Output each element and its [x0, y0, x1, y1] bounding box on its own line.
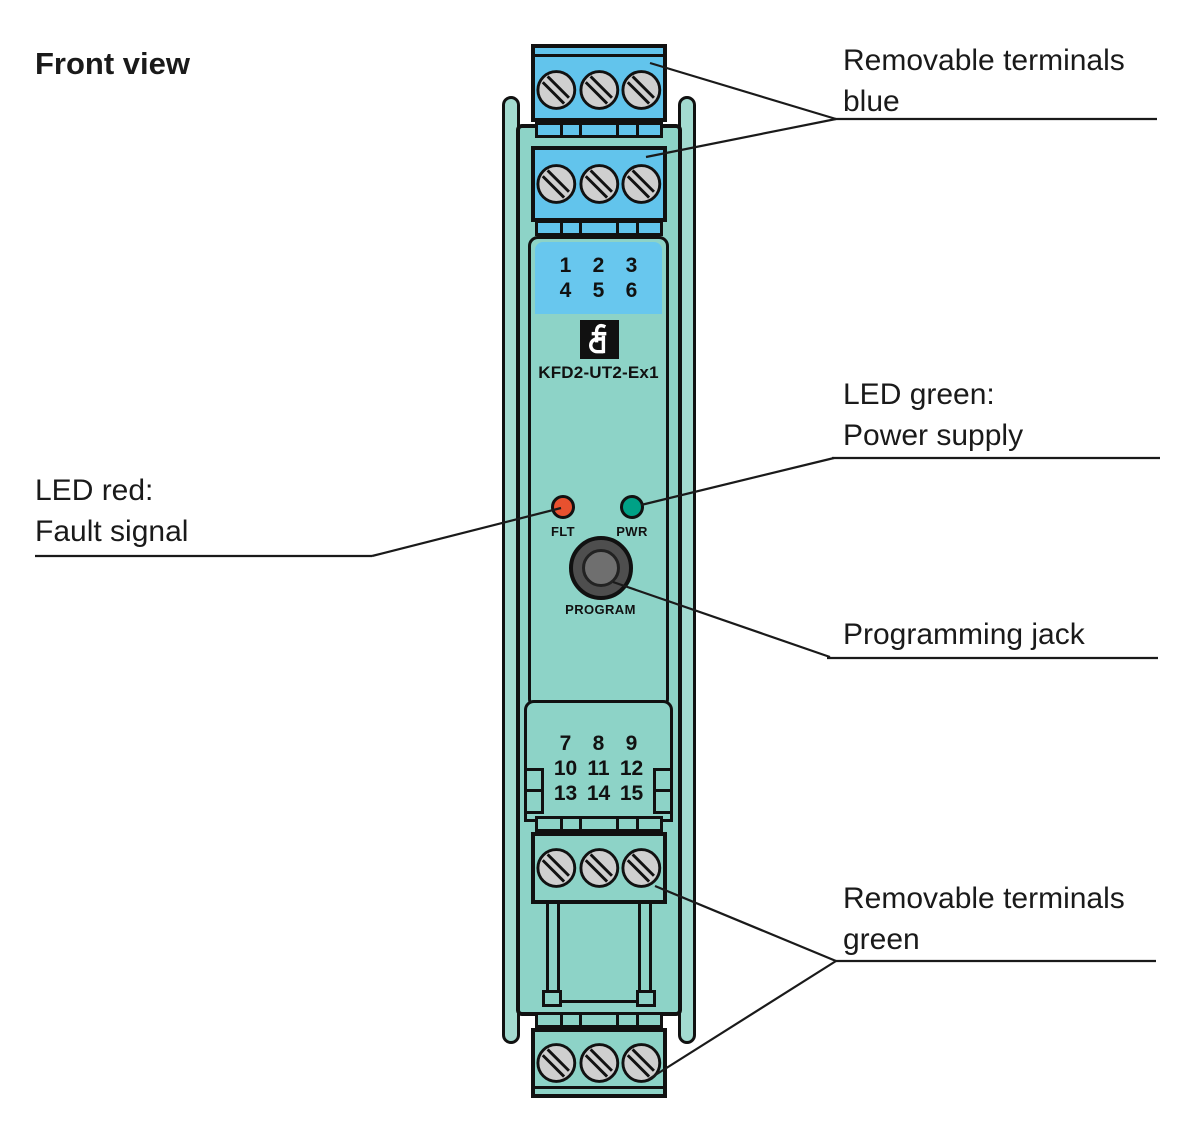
terminal-number: 3 — [625, 254, 638, 277]
number-row: 7 8 9 — [528, 731, 669, 756]
terminal-number: 11 — [587, 757, 610, 780]
callout-line-1: LED red: — [35, 474, 154, 507]
terminal-number: 2 — [592, 254, 605, 277]
programming-jack — [569, 536, 633, 600]
terminal-block-green-inner — [531, 832, 667, 904]
power-led — [620, 495, 644, 519]
terminal-plug-tabs — [535, 816, 663, 832]
terminal-plug-tabs — [535, 1012, 663, 1028]
terminal-block-green-outer — [531, 1028, 667, 1098]
terminal-number: 13 — [553, 782, 578, 805]
mount-crossbar — [546, 1000, 652, 1003]
mount-foot-right — [636, 990, 656, 1007]
number-row: 13 14 15 — [528, 781, 669, 806]
terminal-plug-tabs — [535, 220, 663, 236]
terminal-number: 1 — [559, 254, 572, 277]
terminal-block-blue-outer — [531, 44, 667, 122]
callout-programming-jack: Programming jack — [843, 614, 1085, 655]
power-led-label: PWR — [616, 524, 648, 539]
callout-line-2: blue — [843, 85, 900, 118]
callout-led-red: LED red: Fault signal — [35, 470, 188, 552]
terminal-number: 4 — [559, 279, 572, 302]
screw-terminal-icon — [536, 70, 577, 110]
callout-line-1: Removable terminals — [843, 44, 1125, 77]
screw-terminal-icon — [579, 70, 619, 110]
terminal-block-edge-line — [535, 1086, 663, 1089]
terminal-block-blue-inner — [531, 146, 667, 222]
terminal-number-label-bottom: 7 8 9 10 11 12 13 14 15 — [528, 731, 669, 806]
callout-line-2: Power supply — [843, 419, 1024, 452]
programming-jack-label: PROGRAM — [565, 602, 636, 617]
terminal-number: 8 — [592, 732, 605, 755]
terminal-number: 15 — [619, 782, 644, 805]
release-latch-left — [524, 768, 544, 814]
terminal-number: 9 — [625, 732, 638, 755]
terminal-number: 7 — [559, 732, 572, 755]
fault-led-label: FLT — [550, 524, 576, 539]
callout-line-1: LED green: — [843, 378, 995, 411]
screw-terminal-icon — [579, 848, 619, 888]
callout-terminals-blue: Removable terminals blue — [843, 40, 1125, 122]
lower-panel — [524, 700, 673, 822]
release-latch-right — [653, 768, 673, 814]
screw-terminal-icon — [621, 70, 662, 110]
terminal-plug-tabs — [535, 122, 663, 138]
screw-terminal-icon — [536, 164, 577, 204]
number-row: 10 11 12 — [528, 756, 669, 781]
terminal-number: 6 — [625, 279, 638, 302]
screw-terminal-icon — [579, 164, 619, 204]
mount-foot-left — [542, 990, 562, 1007]
terminal-number: 5 — [592, 279, 605, 302]
terminal-number: 12 — [619, 757, 644, 780]
screw-terminal-icon — [621, 164, 662, 204]
terminal-block-edge-line — [535, 54, 663, 57]
pepperl-fuchs-logo — [580, 320, 619, 359]
screw-terminal-icon — [621, 1043, 662, 1083]
callout-terminals-green: Removable terminals green — [843, 878, 1125, 960]
callout-led-green: LED green: Power supply — [843, 374, 1023, 456]
callout-line-1: Programming jack — [843, 618, 1085, 651]
jack-socket-icon — [582, 549, 620, 587]
callout-line-2: green — [843, 923, 920, 956]
terminal-number-label-top: 1 2 3 4 5 6 — [535, 242, 662, 314]
terminal-number: 10 — [553, 757, 578, 780]
mount-channel-left — [546, 904, 560, 1004]
mount-channel-right — [638, 904, 652, 1004]
model-label: KFD2-UT2-Ex1 — [538, 363, 659, 382]
screw-terminal-icon — [536, 1043, 577, 1083]
number-row: 4 5 6 — [549, 278, 648, 303]
terminal-number: 14 — [586, 782, 611, 805]
number-row: 1 2 3 — [549, 253, 648, 278]
screw-terminal-icon — [536, 848, 577, 888]
fault-led — [551, 495, 575, 519]
callout-line-1: Removable terminals — [843, 882, 1125, 915]
screw-terminal-icon — [579, 1043, 619, 1083]
page-title: Front view — [35, 46, 191, 81]
callout-line-2: Fault signal — [35, 515, 189, 548]
screw-terminal-icon — [621, 848, 662, 888]
